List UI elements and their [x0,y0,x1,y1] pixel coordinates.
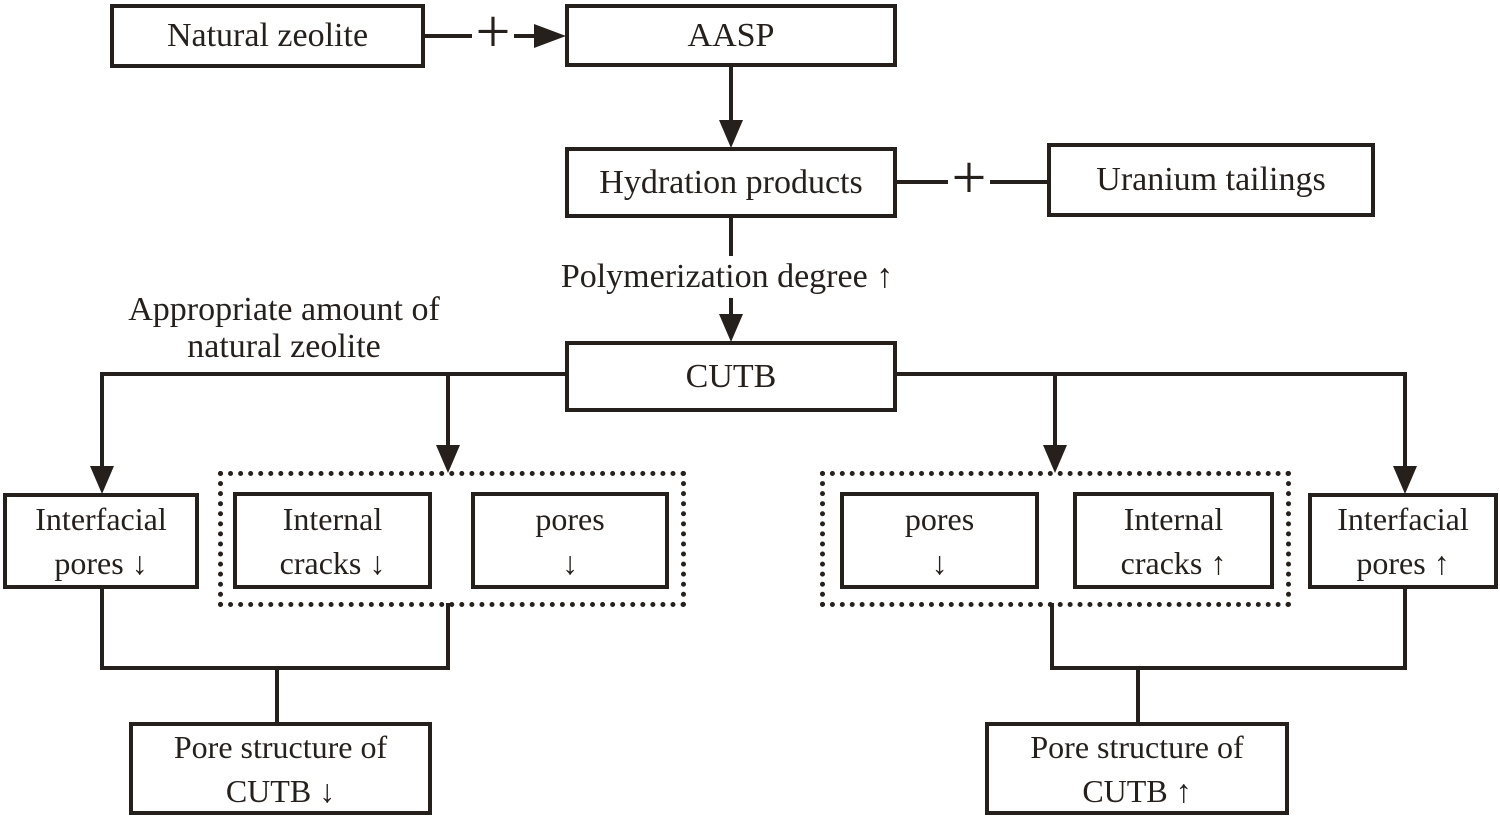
dotted-group-right [820,471,1291,607]
node-label: Hydration products [599,163,863,201]
node-label-line1: Pore structure of [173,728,388,765]
node-label-line1: Internal [282,500,383,537]
node-interfacial-pores-up: Interfacial pores ↑ [1308,493,1498,589]
node-interfacial-pores-down: Interfacial pores ↓ [3,493,199,589]
node-pores-down-right: pores ↓ [840,492,1039,589]
connector-right-bracket [1050,586,1407,670]
node-label-line1: Internal [1123,500,1224,537]
node-label-line1: Pore structure of [1030,728,1244,765]
label-appropriate-amount: Appropriate amount of natural zeolite [84,291,484,365]
node-label-line2: ↓ [562,544,578,581]
node-internal-cracks-down: Internal cracks ↓ [233,492,432,589]
dotted-group-left [218,471,686,607]
node-label-line2: CUTB ↓ [225,772,336,809]
node-aasp: AASP [565,4,897,67]
node-label-line2: ↓ [931,544,948,581]
arrow-down-into-hydration-icon [719,120,743,148]
node-hydration-products: Hydration products [565,147,897,218]
node-label: CUTB [685,357,777,395]
node-pore-structure-cutb-down: Pore structure of CUTB ↓ [129,722,432,815]
label-polymerization-degree: Polymerization degree ↑ [522,256,932,298]
arrow-down-interfacial-right-icon [1393,466,1417,494]
node-label: AASP [687,16,775,54]
node-uranium-tailings: Uranium tailings [1047,143,1375,217]
node-label-line1: Interfacial [1337,501,1469,537]
node-cutb: CUTB [565,341,897,412]
node-label-line1: pores [904,500,975,537]
node-label-line1: pores [535,500,605,537]
node-internal-cracks-up: Internal cracks ↑ [1073,492,1274,589]
label-appropriate-amount-line1: Appropriate amount of [128,291,440,328]
plus-right-label: + [952,144,987,212]
arrow-down-dotted-right-icon [1043,445,1067,473]
node-label-line2: CUTB ↑ [1082,772,1192,809]
arrow-down-interfacial-left-icon [90,466,114,494]
node-label-line2: cracks ↑ [1120,544,1227,581]
arrow-down-into-cutb-icon [719,314,743,342]
node-label-line2: pores ↓ [54,545,148,581]
arrow-right-into-aasp-icon [534,24,566,48]
node-label-line2: pores ↑ [1356,545,1450,581]
label-appropriate-amount-line2: natural zeolite [187,328,381,365]
arrow-down-dotted-left-icon [436,445,460,473]
plus-left-label: + [476,0,511,66]
node-label: Uranium tailings [1096,161,1326,198]
node-label-line2: cracks ↓ [279,544,386,581]
node-pore-structure-cutb-up: Pore structure of CUTB ↑ [985,722,1289,815]
node-label: Natural zeolite [166,17,369,54]
node-label-line1: Interfacial [35,501,167,537]
node-pores-down-left: pores ↓ [471,492,669,589]
node-natural-zeolite: Natural zeolite [110,4,425,68]
